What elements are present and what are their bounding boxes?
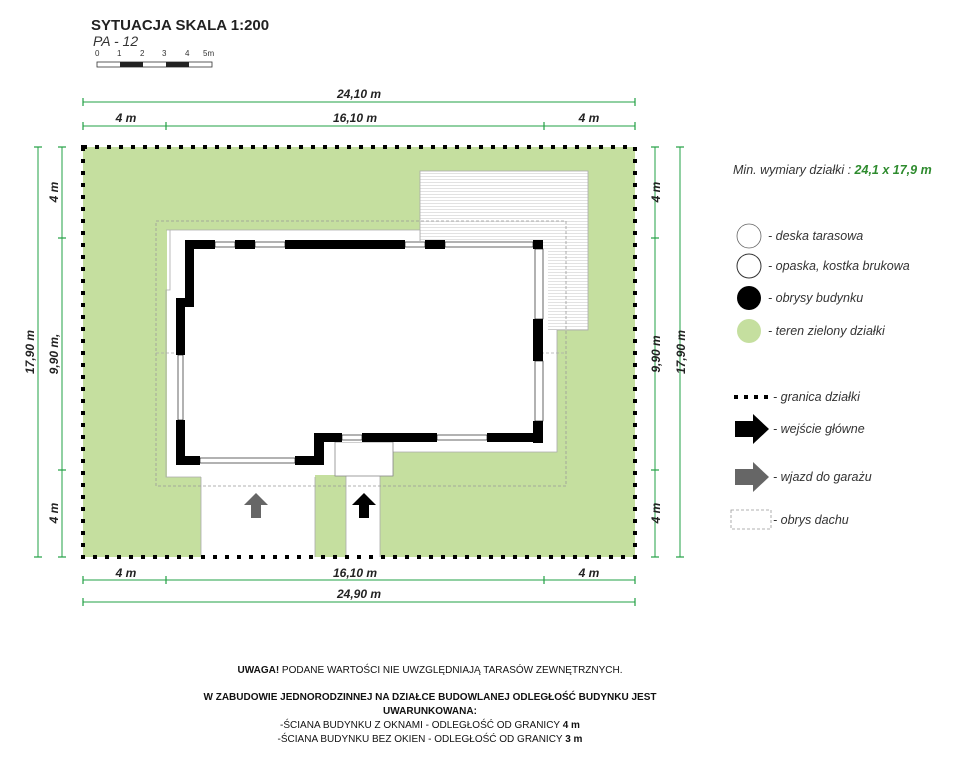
- dim-top-right: 4 m: [578, 111, 600, 125]
- plot-boundary: [81, 145, 637, 559]
- legend-label: - wjazd do garażu: [773, 470, 872, 484]
- dimension-top: [82, 98, 636, 130]
- dim-right-bottom: 4 m: [649, 502, 663, 524]
- legend-paving-swatch: [736, 253, 762, 279]
- dim-bottom-mid: 16,10 m: [333, 566, 377, 580]
- dimension-bottom: [82, 576, 636, 606]
- scale-tick-label: 0: [95, 49, 100, 58]
- legend-label: - obrysy budynku: [768, 291, 863, 305]
- legend-entrance-arrow-icon: [735, 414, 769, 444]
- dim-top-total: 24,10 m: [336, 87, 381, 101]
- dimension-left: [34, 146, 66, 558]
- legend-min-dimensions: Min. wymiary działki : 24,1 x 17,9 m: [733, 163, 932, 177]
- legend-green-swatch: [737, 319, 761, 343]
- scale-bar: 0 1 2 3 4 5m: [95, 49, 214, 68]
- building-outline: [176, 240, 544, 465]
- note-distance-heading: W ZABUDOWIE JEDNORODZINNEJ NA DZIAŁCE BU…: [203, 692, 657, 703]
- legend-decking-swatch: [736, 223, 762, 249]
- dim-top-mid: 16,10 m: [333, 111, 377, 125]
- legend-label: - obrys dachu: [773, 513, 849, 527]
- legend-label: - opaska, kostka brukowa: [768, 259, 910, 273]
- scale-tick-label: 5m: [203, 49, 214, 58]
- legend-label: - wejście główne: [773, 422, 865, 436]
- dim-right-mid: 9,90 m: [649, 335, 663, 373]
- note-distance-heading-2: UWARUNKOWANA:: [383, 706, 477, 717]
- note-wall-with-windows: -ŚCIANA BUDYNKU Z OKNAMI - ODLEGŁOŚĆ OD …: [280, 720, 580, 731]
- legend-building-swatch: [737, 286, 761, 310]
- dim-bottom-left: 4 m: [115, 566, 137, 580]
- main-entrance-arrow-icon: [352, 493, 376, 518]
- dim-left-top: 4 m: [47, 181, 61, 203]
- legend-garage-arrow-icon: [735, 462, 769, 492]
- legend: Min. wymiary działki : 24,1 x 17,9 m - d…: [730, 163, 932, 530]
- entrance-landing: [334, 441, 394, 477]
- dim-bottom-total: 24,90 m: [336, 587, 381, 601]
- scale-tick-label: 4: [185, 49, 190, 58]
- legend-label: - teren zielony działki: [768, 324, 886, 338]
- dimension-right: [651, 146, 684, 558]
- notes-block: UWAGA! PODANE WARTOŚCI NIE UWZGLĘDNIAJĄ …: [150, 664, 710, 747]
- scale-tick-label: 3: [162, 49, 167, 58]
- legend-label: - deska tarasowa: [768, 229, 863, 243]
- project-code: PA - 12: [93, 33, 138, 49]
- note-wall-without-windows: -ŚCIANA BUDYNKU BEZ OKIEN - ODLEGŁOŚĆ OD…: [277, 734, 583, 745]
- dim-top-left: 4 m: [115, 111, 137, 125]
- dim-left-bottom: 4 m: [47, 502, 61, 524]
- dim-bottom-right: 4 m: [578, 566, 600, 580]
- dim-right-total: 17,90 m: [674, 330, 688, 374]
- garage-entry-arrow-icon: [244, 493, 268, 518]
- legend-label: - granica działki: [773, 390, 861, 404]
- dim-left-mid: 9,90 m,: [47, 334, 61, 375]
- note-warning: UWAGA! PODANE WARTOŚCI NIE UWZGLĘDNIAJĄ …: [237, 665, 623, 676]
- scale-tick-label: 2: [140, 49, 145, 58]
- legend-roof-swatch: [730, 509, 772, 530]
- dim-left-total: 17,90 m: [23, 330, 37, 374]
- roof-outline: [155, 220, 567, 487]
- plan-title: SYTUACJA SKALA 1:200: [91, 17, 269, 34]
- dim-right-top: 4 m: [649, 181, 663, 203]
- scale-tick-label: 1: [117, 49, 122, 58]
